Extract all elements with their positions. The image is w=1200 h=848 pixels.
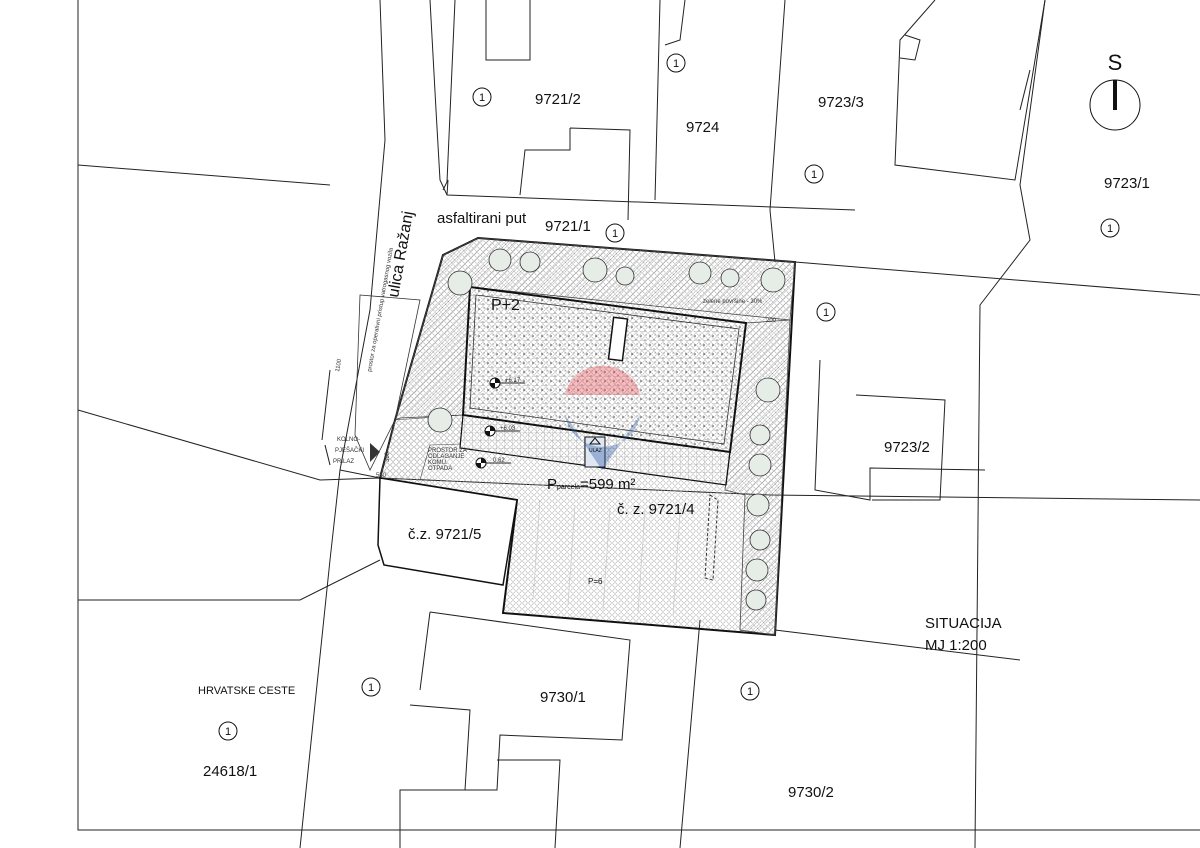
site-plot: [321, 236, 797, 637]
north-arrow-label: S: [1108, 50, 1123, 75]
green-area-note: zelene površine - 30%: [703, 299, 763, 305]
parcel-24618-1: 24618/1: [203, 763, 257, 780]
marker-label: 1: [368, 682, 374, 694]
plot-area-label: Pparcela=599 m²: [547, 476, 635, 493]
roads-owner-label: HRVATSKE CESTE: [198, 685, 295, 697]
parcel-9723-2: 9723/2: [884, 439, 930, 456]
marker-label: 1: [479, 92, 485, 104]
north-arrow: S: [1089, 50, 1141, 131]
ownership-markers: 1 1 1 1 1 1 1 1 1: [218, 53, 1120, 741]
parcel-9724: 9724: [686, 119, 719, 136]
parcel-9721-2: 9721/2: [535, 91, 581, 108]
marker-label: 1: [612, 228, 618, 240]
marker-label: 1: [811, 169, 817, 181]
level-terrace: +6.03: [500, 426, 516, 432]
access-label-line: KOLNO-: [337, 437, 360, 443]
marker-label: 1: [747, 686, 753, 698]
roof-skylight: [607, 316, 629, 362]
fire-access-zone: [354, 294, 421, 471]
level-markers: +6.17 +6.03 0.62: [475, 377, 525, 469]
parcel-9730-2: 9730/2: [788, 784, 834, 801]
access-label: KOLNO- PJEŠAČKI PRILAZ: [333, 437, 364, 465]
drawing-frame: [77, 0, 1200, 831]
parcel-9721-5-label: č.z. 9721/5: [408, 526, 481, 543]
waste-label-line: KOMU.: [428, 460, 448, 466]
drawing-title: SITUACIJA: [925, 615, 1002, 632]
parcel-9723-3: 9723/3: [818, 94, 864, 111]
dimension-360: 360: [385, 451, 391, 462]
parcel-9721-5: [377, 477, 518, 586]
level-roof: +6.17: [505, 378, 521, 384]
access-label-line: PJEŠAČKI: [335, 447, 364, 454]
parcel-9730-1: 9730/1: [540, 689, 586, 706]
parcel-labels: 9721/2 9724 9723/3 9723/1 9721/1 9723/2 …: [203, 91, 1150, 801]
level-ground: 0.62: [493, 458, 505, 464]
parcel-9721-1: 9721/1: [545, 218, 591, 235]
waste-label-line: OTPADA: [428, 466, 452, 472]
access-arrow-icon: [370, 443, 380, 462]
plants: [427, 248, 786, 611]
marker-label: 1: [673, 58, 679, 70]
asphalt-road-label: asfaltirani put: [437, 210, 527, 227]
parcel-9721-4-label: č. z. 9721/4: [617, 501, 695, 518]
waste-label-line: ODLAGANJE: [428, 454, 464, 460]
parking-count: P=6: [588, 577, 603, 586]
marker-label: 1: [823, 307, 829, 319]
entrance-label: ULAZ: [589, 448, 602, 454]
building-floors-label: P+2: [491, 297, 520, 314]
marker-label: 1: [225, 726, 231, 738]
drawing-scale: MJ 1:200: [925, 637, 987, 654]
dimension-550: 550: [376, 473, 387, 479]
access-label-line: PRILAZ: [333, 459, 354, 465]
parcel-9723-1: 9723/1: [1104, 175, 1150, 192]
waste-label-line: PROSTOR ZA: [428, 448, 467, 454]
waste-area-label: PROSTOR ZA ODLAGANJE KOMU. OTPADA: [428, 448, 467, 472]
remax-watermark-logo: [565, 365, 640, 470]
fire-access-note: prostor za operativni pristup vatrogasno…: [367, 247, 395, 373]
marker-label: 1: [1107, 223, 1113, 235]
dimension-1100: 1100: [335, 358, 343, 372]
cadastral-lines: [77, 0, 1200, 848]
dimension-200: 200: [766, 318, 777, 324]
